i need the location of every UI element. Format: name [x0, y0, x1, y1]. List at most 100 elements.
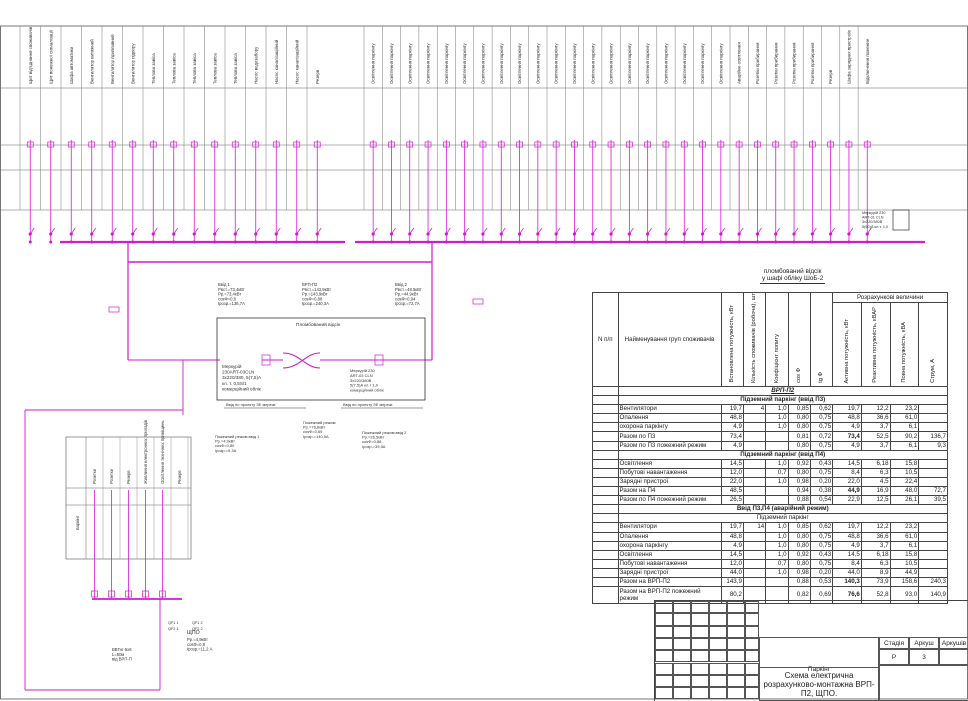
title-grid-cell: [727, 650, 745, 663]
right-feeder-breaker-17: [680, 141, 688, 148]
table-cell: 22,4: [889, 476, 920, 488]
shpo-params-1: cosФ=0,8: [187, 642, 206, 647]
right-col-label-10: Освітлення паркінгу: [554, 43, 559, 84]
table-cell: [918, 467, 948, 478]
right-feeder-breaker-14: [625, 141, 633, 148]
table-cell: [592, 422, 619, 433]
table-cell: 19,7: [720, 522, 744, 533]
title-grid-cell: [691, 637, 709, 651]
left-feeder-switch-6: [152, 227, 158, 235]
right-feeder-breaker-27: [863, 141, 871, 148]
input-2-fuse: [472, 298, 484, 305]
table-cell: 0,80: [787, 422, 811, 433]
left-feeder-breaker-11: [252, 141, 260, 148]
right-feeder-switch-17: [683, 227, 689, 235]
table-cell: [742, 458, 767, 469]
title-grid-cell: [691, 601, 709, 614]
left-feeder-switch-10: [234, 227, 240, 235]
shpo-params-0: Рр.=4,9кВт: [187, 637, 208, 642]
table-cell: [592, 540, 619, 551]
right-col-label-1: Освітлення паркінгу: [389, 43, 394, 84]
table-cell: [918, 531, 948, 542]
table-cell: 6,18: [860, 458, 891, 469]
table-cell: 0,80: [787, 467, 811, 478]
cable-note-left: Ввід по проекту ЗЕ мережі: [226, 402, 276, 407]
shpo-feed-1: L=50м: [112, 652, 124, 657]
sealed-compartment-note: пломбований відсік у шафі обліку ШоБ-2: [760, 268, 826, 284]
col-installed-power: Встановлена потужність, кВт: [720, 292, 744, 387]
shpo-feed-0: ВВГнг-5х6: [112, 647, 132, 652]
right-feeder-breaker-15: [644, 141, 652, 148]
left-feeder-switch-0: [29, 227, 35, 235]
sheet-value: 3: [909, 649, 939, 665]
left-col-label-13: Насос каналізаційний: [294, 39, 299, 84]
meter-left-text-4: комерційний облік: [222, 385, 262, 391]
table-cell: [592, 467, 619, 478]
right-feeder-switch-16: [665, 227, 671, 235]
table-cell: охорона паркінгу: [617, 540, 722, 551]
input-2-params-0: Ввід 2: [395, 282, 408, 287]
title-grid-cell: [655, 687, 673, 700]
right-feeder-breaker-10: [552, 141, 560, 148]
table-cell: 44,0: [720, 567, 744, 578]
table-cell: Освітлення: [617, 458, 722, 469]
table-cell: Разом на П4: [617, 486, 722, 497]
table-cell: [592, 476, 619, 488]
table-cell: 19,7: [832, 404, 862, 415]
right-col-label-26: Шафа зарядних пристроїв: [846, 30, 851, 84]
title-grid-cell: [673, 662, 691, 675]
right-feeder-breaker-11: [571, 141, 578, 148]
right-feeder-breaker-8: [516, 141, 523, 148]
right-feeder-switch-11: [574, 227, 579, 235]
right-col-label-2: Освітлення паркінгу: [407, 43, 412, 84]
right-feeder-breaker-6: [479, 141, 487, 148]
table-cell: 6,18: [860, 549, 891, 560]
right-col-label-25: Резерв: [828, 69, 833, 84]
shpo-breaker-label-1: QF1 2: [192, 621, 203, 625]
table-cell: [592, 549, 619, 560]
table-cell: Разом на ВРП-П2: [617, 576, 722, 588]
right-col-label-4: Освітлення паркінгу: [444, 43, 449, 84]
title-grid-cell: [727, 662, 745, 675]
right-feeder-switch-24: [812, 227, 817, 235]
table-cell: 4,9: [832, 540, 862, 551]
table-cell: Разом по П4 пожежний режим: [617, 495, 722, 506]
table-cell: 44,0: [832, 567, 862, 578]
right-feeder-breaker-9: [534, 141, 542, 148]
table-row: Підземний паркінг (ввід П4): [592, 449, 948, 460]
left-feeder-breaker-12: [272, 141, 280, 148]
right-feeder-switch-26: [848, 227, 854, 235]
input-1-params-2: Рр.=73,4кВт: [218, 292, 241, 297]
shpo-col-label-5: Резерв: [177, 470, 182, 484]
col-demand-factor: Коефіцієнт попиту: [765, 292, 789, 387]
table-cell: 158,6: [889, 576, 920, 588]
table-cell: 4,9: [832, 422, 862, 433]
table-cell: 140,3: [832, 576, 862, 588]
right-feeder-switch-1: [391, 227, 396, 235]
left-feeder-busnode-1: [49, 240, 53, 244]
table-cell: [918, 476, 948, 488]
col-tg: tg Ф: [809, 292, 834, 387]
table-cell: 48,8: [720, 413, 744, 424]
table-cell: 0,75: [809, 413, 834, 424]
table-cell: 0,98: [787, 476, 811, 488]
input-1-params-4: Ірозр.=136,7А: [218, 301, 245, 306]
table-cell: 0,80: [787, 413, 811, 424]
input-2-params-1: Рвст.=48,5кВт: [395, 287, 422, 292]
table-cell: 14: [742, 522, 767, 533]
title-grid-cell: [745, 674, 759, 688]
table-cell: [918, 549, 948, 560]
table-cell: 0,85: [787, 404, 811, 415]
table-cell: 1,0: [765, 458, 789, 469]
table-cell: 36,6: [860, 531, 891, 542]
left-feeder-breaker-3: [88, 141, 96, 148]
table-cell: 14,5: [720, 458, 744, 469]
left-feeder-switch-12: [275, 227, 281, 235]
sheet-label: Аркуш: [909, 637, 939, 649]
right-col-label-21: Розетки прибирання: [755, 42, 760, 84]
table-cell: [742, 540, 767, 551]
table-cell: 73,4: [832, 431, 862, 442]
table-cell: Побутові навантаження: [617, 558, 722, 569]
